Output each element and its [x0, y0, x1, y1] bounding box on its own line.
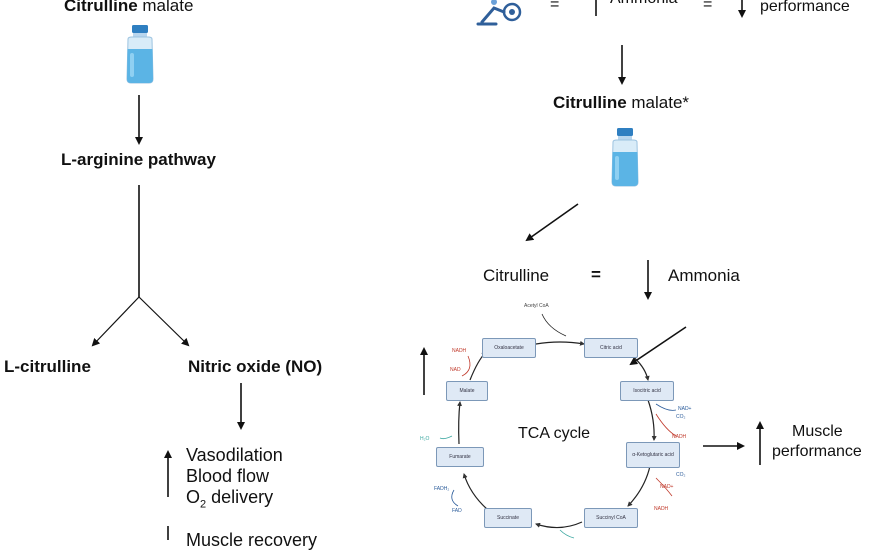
equals-sign: =	[591, 265, 601, 284]
arrow-to-nitric-oxide	[138, 296, 190, 347]
vial-icon	[126, 25, 154, 84]
tca-box-succinyl-coa: Succinyl CoA	[584, 508, 638, 528]
nitric-oxide-label: Nitric oxide (NO)	[188, 357, 323, 376]
tca-box-oxaloacetate: Oxaloacetate	[482, 338, 536, 358]
tca-cycle-arrows	[457, 313, 657, 529]
tca-cycle-label: TCA cycle	[518, 425, 591, 442]
tca-box-succinate: Succinate	[484, 508, 532, 528]
exercise-bike-icon	[476, 0, 522, 26]
top-ammonia: Ammonia	[610, 0, 678, 8]
l-citrulline-label: L-citrulline	[4, 357, 91, 376]
top-equals-2: =	[703, 0, 713, 13]
o2-main: O	[186, 487, 201, 507]
effect-vasodilation: Vasodilation	[186, 445, 283, 465]
citrulline-label: Citrulline	[483, 266, 550, 285]
cofactor-co2-akg: CO₂	[676, 472, 686, 478]
pathway-label: L-arginine pathway	[61, 150, 216, 169]
right-title: Citrulline malate*	[553, 93, 689, 113]
arrow-vial-to-citrulline	[525, 203, 579, 242]
effect-o2-delivery: O2 delivery	[186, 487, 273, 511]
cofactor-nadh-iso: NADH	[672, 434, 687, 440]
right-title-bold: Citrulline	[553, 93, 627, 112]
bottom-partial-label: Muscle recovery	[186, 530, 318, 550]
o2-sub: 2	[200, 498, 207, 511]
effect-blood-flow: Blood flow	[186, 466, 270, 486]
o2-rest: delivery	[206, 487, 274, 507]
cofactor-nad-top: NAD	[450, 367, 461, 373]
tca-box-fumarate: Fumarate	[436, 447, 484, 467]
tca-box-isocitrate: Isocitric acid	[620, 381, 674, 401]
ammonia-label: Ammonia	[668, 266, 740, 285]
tca-cofactor-arrows	[439, 355, 677, 539]
cofactor-nad-iso: NAD+	[678, 406, 692, 412]
left-title-rest: malate	[137, 0, 194, 15]
acetyl-coa-label: Acetyl CoA	[524, 303, 549, 309]
top-performance: performance	[760, 0, 850, 15]
cofactor-nadh-akg: NADH	[654, 506, 669, 512]
cofactor-h2o: H₂O	[420, 436, 430, 442]
cofactor-co2-iso: CO₂	[676, 414, 686, 420]
cofactor-nad-akg: NAD+	[660, 484, 674, 490]
tca-box-malate: Malate	[446, 381, 488, 401]
tca-box-citrate: Citric acid	[584, 338, 638, 358]
left-title-bold: Citrulline	[64, 0, 138, 15]
muscle-label-line1: Muscle	[792, 423, 843, 440]
cofactor-fad: FAD	[452, 508, 462, 514]
vial-icon-right	[611, 128, 639, 187]
tca-box-alpha-kg: α-Ketoglutaric acid	[626, 442, 680, 468]
top-equals-1: =	[550, 0, 560, 13]
arrow-into-tca	[629, 326, 687, 366]
cofactor-nadh-top: NADH	[452, 348, 467, 354]
left-title: Citrulline malate	[64, 0, 193, 16]
right-title-rest: malate*	[626, 93, 690, 112]
arrow-to-l-citrulline	[91, 296, 140, 347]
cofactor-fadh2: FADH₂	[434, 486, 450, 492]
muscle-label-line2: performance	[772, 443, 862, 460]
